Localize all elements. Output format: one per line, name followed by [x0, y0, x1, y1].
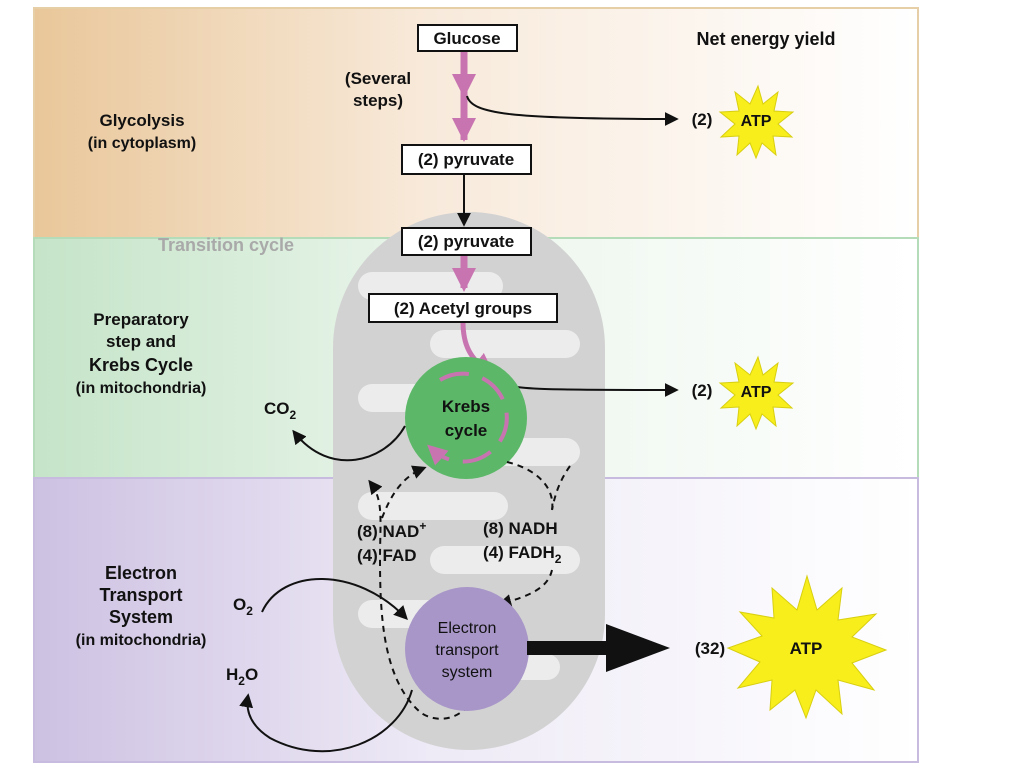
nad-formula: (8) NAD: [357, 522, 419, 541]
krebs-atp-label: ATP: [741, 384, 772, 401]
pyruvate-label-2: (2) pyruvate: [418, 232, 514, 251]
h2o-label: H2O: [226, 665, 258, 688]
transition-title: Transition cycle: [158, 235, 294, 255]
krebs-circle-line2: cycle: [445, 421, 488, 440]
ets-location: (in mitochondria): [76, 632, 207, 649]
krebs-title: Krebs Cycle: [89, 355, 193, 375]
krebs-circle-line1: Krebs: [442, 397, 490, 416]
glucose-box: Glucose: [417, 24, 518, 52]
ets-line2: Transport: [99, 585, 182, 605]
h2o-o: O: [245, 665, 258, 684]
ets-circle-line3: system: [442, 664, 493, 681]
glycolysis-atp-star: [718, 84, 795, 160]
nadh-branch-path: [551, 465, 571, 511]
pyruvate-box-2: (2) pyruvate: [401, 227, 532, 256]
nad-label: (8) NAD+: [357, 519, 426, 541]
nad-to-krebs-path: [381, 465, 427, 519]
ets-line3: System: [109, 607, 173, 627]
co2-subscript: 2: [290, 408, 297, 422]
ets-circle-line1: Electron: [438, 620, 497, 637]
nad-superscript: +: [419, 519, 426, 533]
krebs-cycle-circle: Krebs cycle: [405, 357, 527, 479]
h2o-h: H: [226, 665, 238, 684]
several-steps-line1: (Several: [345, 69, 411, 88]
nadh-to-ets-path: [497, 569, 553, 608]
ets-atp-arrow: [527, 624, 670, 672]
glycolysis-title: Glycolysis: [99, 111, 184, 130]
h2o-subscript: 2: [238, 674, 245, 688]
fadh-label: (4) FADH2: [483, 543, 562, 566]
glycolysis-atp-count: (2): [692, 110, 713, 129]
glucose-label: Glucose: [433, 29, 500, 48]
nad-return-path: [368, 479, 469, 720]
o2-arrow: [261, 578, 408, 621]
fadh-formula: (4) FADH: [483, 543, 555, 562]
o2-subscript: 2: [246, 604, 253, 618]
fadh-subscript: 2: [555, 552, 562, 566]
glycolysis-atp-label: ATP: [741, 113, 772, 130]
co2-formula: CO: [264, 399, 290, 418]
nadh-path: [506, 461, 554, 511]
ets-atp-count: (32): [695, 639, 725, 658]
nadh-label: (8) NADH: [483, 519, 558, 538]
co2-label: CO2: [264, 399, 297, 422]
krebs-line2: step and: [106, 332, 176, 351]
glycolysis-atp-arrow: [466, 95, 679, 126]
co2-arrow: [292, 425, 406, 462]
krebs-location: (in mitochondria): [76, 380, 207, 397]
pyruvate-label-1: (2) pyruvate: [418, 150, 514, 169]
ets-atp-label: ATP: [790, 639, 823, 658]
glycolysis-pathway: [452, 52, 476, 142]
acetyl-label: (2) Acetyl groups: [394, 299, 532, 318]
acetyl-box: (2) Acetyl groups: [368, 293, 558, 323]
glycolysis-location: (in cytoplasm): [88, 135, 196, 152]
krebs-line1: Preparatory: [93, 310, 189, 329]
pyruvate-box-1: (2) pyruvate: [401, 144, 532, 175]
ets-circle-line2: transport: [435, 642, 499, 659]
o2-formula: O: [233, 595, 246, 614]
several-steps-line2: steps): [353, 91, 403, 110]
ets-circle: Electron transport system: [405, 587, 529, 711]
net-yield-header: Net energy yield: [696, 29, 835, 49]
ets-atp-star: [726, 574, 888, 720]
krebs-atp-star: [718, 355, 795, 431]
krebs-atp-count: (2): [692, 381, 713, 400]
fad-label: (4) FAD: [357, 546, 417, 565]
ets-line1: Electron: [105, 563, 177, 583]
o2-label: O2: [233, 595, 253, 618]
h2o-arrow: [239, 689, 413, 753]
